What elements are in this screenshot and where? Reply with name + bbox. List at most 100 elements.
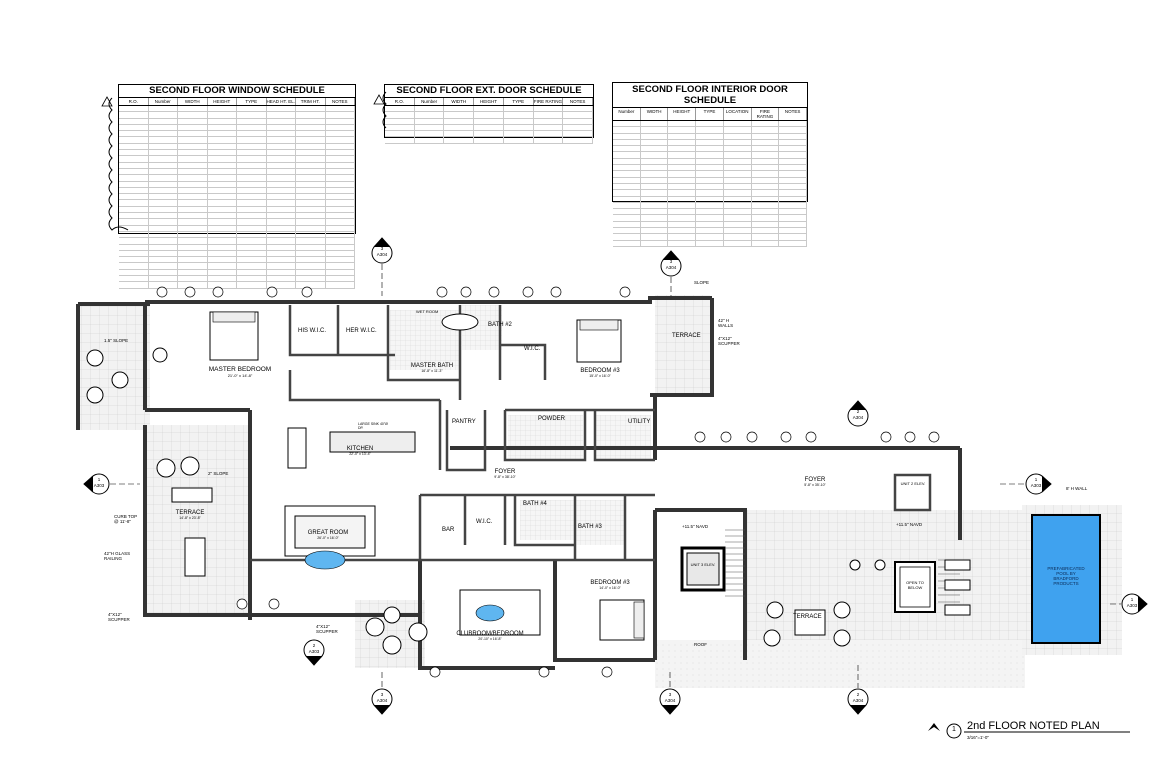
schedule-cell <box>563 137 594 143</box>
section-marker-right-b: 1 A303 <box>1126 597 1138 608</box>
schedule-cell <box>149 112 178 118</box>
schedule-cell <box>668 196 697 202</box>
schedule-cell <box>613 152 641 158</box>
schedule-cell <box>724 228 752 234</box>
schedule-cell <box>326 143 355 150</box>
schedule-cell <box>779 202 808 209</box>
schedule-cell <box>149 181 178 187</box>
schedule-cell <box>326 269 355 276</box>
schedule-cell <box>696 202 724 209</box>
schedule-cell <box>613 202 641 209</box>
schedule-cell <box>696 215 724 221</box>
schedule-cell <box>119 137 149 143</box>
schedule-cell <box>178 181 208 187</box>
terrace-ne-label: TERRACE <box>672 333 701 339</box>
schedule-row <box>119 175 355 182</box>
schedule-cell <box>752 121 780 127</box>
schedule-cell <box>237 137 267 143</box>
schedule-cell <box>504 106 534 112</box>
schedule-cell <box>641 127 669 133</box>
schedule-cell <box>752 215 780 221</box>
schedule-cell <box>178 112 208 118</box>
schedule-cell <box>178 194 208 200</box>
schedule-cell <box>668 202 697 209</box>
schedule-cell <box>208 244 237 250</box>
schedule-cell <box>696 209 724 215</box>
interior-door-schedule-rows <box>613 121 808 247</box>
schedule-cell <box>326 206 355 213</box>
schedule-cell <box>724 146 752 152</box>
schedule-cell <box>326 181 355 187</box>
schedule-cell <box>208 219 237 225</box>
door-revision-cloud <box>373 91 387 129</box>
interior-door-schedule-title: SECOND FLOOR INTERIOR DOOR SCHEDULE <box>613 83 807 108</box>
schedule-cell <box>326 112 355 118</box>
schedule-cell <box>696 146 724 152</box>
schedule-cell <box>149 269 178 276</box>
schedule-cell <box>296 219 326 225</box>
section-marker-bot-c: 3 A304 <box>664 692 676 703</box>
schedule-cell <box>696 133 724 139</box>
schedule-cell <box>119 213 149 219</box>
schedule-cell <box>208 112 237 118</box>
schedule-row <box>119 181 355 188</box>
schedule-cell <box>752 190 780 196</box>
schedule-cell <box>119 238 149 244</box>
schedule-cell <box>149 150 178 156</box>
schedule-cell <box>534 118 564 124</box>
plan-title-scale: 3/16"=1'-0" <box>967 735 989 740</box>
scupper-mid-note: 4"X12" SCUPPER <box>316 624 338 634</box>
schedule-cell <box>208 143 237 150</box>
wet-room-label: WET ROOM <box>416 309 439 314</box>
schedule-cell <box>178 263 208 269</box>
schedule-cell <box>779 152 808 158</box>
schedule-cell <box>613 121 641 127</box>
schedule-cell <box>149 106 178 112</box>
schedule-cell <box>267 168 296 175</box>
section-marker-bot-a: 2 A303 <box>308 643 320 654</box>
schedule-row <box>385 131 594 138</box>
schedule-cell <box>149 206 178 213</box>
schedule-cell <box>752 209 780 215</box>
schedule-row <box>385 106 594 113</box>
schedule-cell <box>613 228 641 234</box>
schedule-cell <box>641 121 669 127</box>
schedule-cell <box>119 118 149 124</box>
schedule-row <box>119 118 355 125</box>
schedule-cell <box>779 221 808 228</box>
schedule-cell <box>296 150 326 156</box>
terrace-se-label: TERRACE <box>793 614 822 620</box>
schedule-cell <box>444 124 475 131</box>
schedule-cell <box>752 171 780 177</box>
schedule-cell <box>504 124 534 131</box>
schedule-cell <box>208 200 237 206</box>
foyer-a-label: FOYER 9'-8" x 38'-10" <box>494 469 516 479</box>
schedule-cell <box>149 124 178 131</box>
schedule-row <box>119 282 355 289</box>
schedule-cell <box>474 124 504 131</box>
schedule-cell <box>119 143 149 150</box>
schedule-cell <box>696 221 724 228</box>
schedule-cell <box>296 200 326 206</box>
schedule-cell <box>724 190 752 196</box>
schedule-cell <box>119 112 149 118</box>
schedule-cell <box>237 112 267 118</box>
schedule-cell <box>267 257 296 263</box>
schedule-row <box>119 276 355 283</box>
plan-title-text: 2nd FLOOR NOTED PLAN <box>967 720 1100 732</box>
schedule-cell <box>267 175 296 181</box>
schedule-cell <box>444 137 475 143</box>
terrace-west-label: TERRACE 14'-8" x 23'-8" <box>175 510 205 520</box>
schedule-cell <box>208 276 237 282</box>
schedule-cell <box>267 194 296 200</box>
schedule-cell <box>267 181 296 187</box>
schedule-cell <box>208 106 237 112</box>
schedule-row <box>119 225 355 232</box>
schedule-cell <box>474 137 504 143</box>
schedule-cell <box>326 168 355 175</box>
schedule-cell <box>237 238 267 244</box>
schedule-cell <box>149 282 178 288</box>
schedule-cell <box>641 165 669 171</box>
schedule-cell <box>119 231 149 238</box>
schedule-cell <box>296 257 326 263</box>
